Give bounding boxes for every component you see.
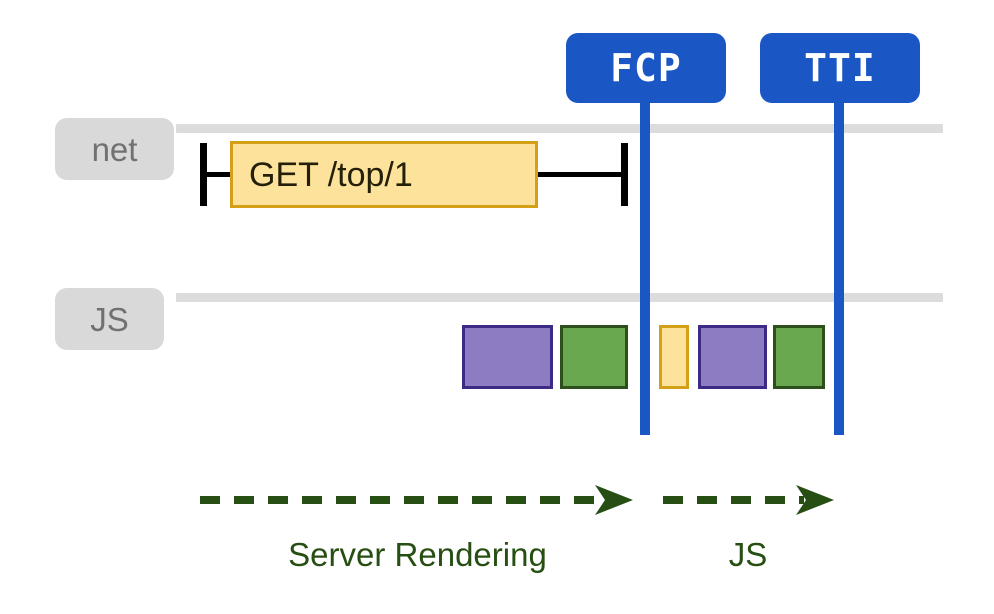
request-whisker-stem-start [200, 172, 234, 177]
request-whisker-stem-end [535, 172, 627, 177]
js-task-block[interactable] [773, 325, 825, 389]
js-task-block[interactable] [659, 325, 689, 389]
track-label-net: net [55, 118, 174, 180]
track-label-net-text: net [91, 130, 138, 168]
phase-caption-server-rendering: Server Rendering [288, 536, 547, 573]
marker-line-tti [834, 96, 844, 435]
request-whisker-end [621, 143, 628, 206]
marker-badge-tti-label: TTI [804, 46, 876, 90]
track-label-js: JS [55, 288, 164, 350]
js-track-line [176, 293, 943, 302]
marker-line-fcp [640, 96, 650, 435]
js-task-block[interactable] [462, 325, 553, 389]
phase-arrow-server-rendering [200, 485, 633, 515]
js-task-block[interactable] [560, 325, 628, 389]
request-bar-label: GET /top/1 [249, 155, 413, 194]
phase-arrow-head-js [796, 485, 834, 515]
track-label-js-text: JS [90, 300, 129, 338]
phase-caption-js: JS [728, 536, 768, 573]
marker-badge-fcp[interactable]: FCP [566, 33, 726, 103]
net-track-line [176, 124, 943, 133]
phase-arrow-head-server-rendering [595, 485, 633, 515]
marker-badge-fcp-label: FCP [610, 46, 682, 90]
js-task-block[interactable] [698, 325, 767, 389]
phase-arrow-js [663, 485, 834, 515]
request-bar-get-top-1[interactable]: GET /top/1 [230, 141, 538, 208]
marker-badge-tti[interactable]: TTI [760, 33, 920, 103]
